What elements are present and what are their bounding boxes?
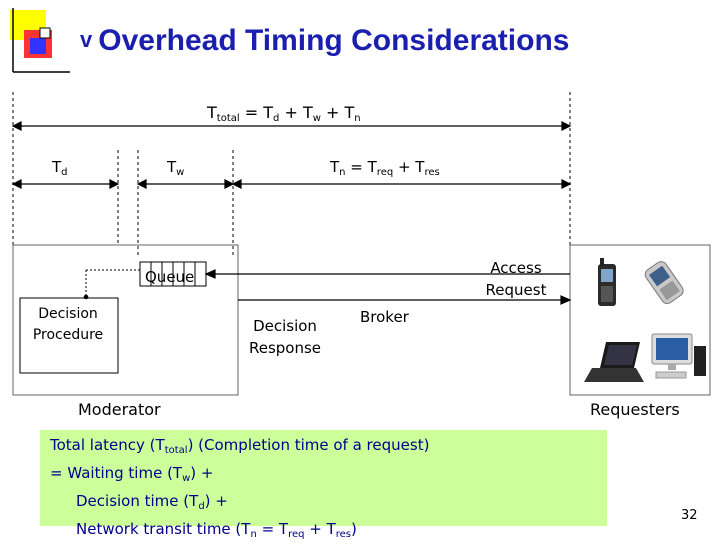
summary-box — [40, 430, 607, 526]
decision-procedure-box — [19, 297, 119, 374]
requesters-label: Requesters — [590, 400, 680, 419]
td-label: Td — [52, 158, 68, 178]
decision-procedure-line1: Decision — [38, 306, 98, 322]
s2sub: w — [182, 473, 191, 484]
queue-icon — [139, 261, 207, 287]
td-t: T — [52, 158, 62, 176]
laptop-icon — [584, 342, 644, 382]
cell-phone-icon — [598, 258, 616, 306]
queue-label: Queue — [145, 268, 195, 286]
total-arrow — [11, 121, 572, 131]
td-arrow — [11, 179, 120, 189]
tn-part-1: = T — [345, 158, 377, 176]
tn-t: T — [330, 158, 340, 176]
formula-part-3: + T — [320, 103, 355, 122]
tn-res-sub: res — [424, 167, 440, 178]
s1sub: total — [164, 445, 188, 456]
s4sub3: res — [335, 529, 352, 540]
moderator-label: Moderator — [78, 400, 161, 419]
decision-procedure-line2: Procedure — [32, 327, 104, 343]
s2a: = Waiting time (T — [50, 464, 183, 482]
s1b: ) (Completion time of a request) — [187, 436, 430, 454]
flip-phone-icon — [644, 261, 684, 304]
requesters-box — [569, 244, 711, 396]
tn-sub: n — [339, 167, 346, 178]
broker-label: Broker — [360, 308, 409, 326]
formula-n-sub: n — [354, 113, 361, 124]
moderator-box — [12, 244, 239, 396]
summary-line-1: Total latency (Ttotal) (Completion time … — [50, 434, 429, 462]
formula-w-sub: w — [312, 113, 321, 124]
s1a: Total latency (T — [50, 436, 165, 454]
access-request-line1: Access — [490, 259, 542, 277]
title-bullet: v — [80, 27, 93, 52]
formula-total-sub: total — [216, 113, 240, 124]
tw-t: T — [167, 158, 177, 176]
formula-part-1: = T — [239, 103, 274, 122]
decision-response-arrow — [238, 295, 572, 305]
s4c: + T — [304, 520, 336, 538]
decision-response-line2: Response — [248, 339, 322, 357]
tn-arrow — [231, 179, 572, 189]
access-request-label: Access Request — [476, 257, 556, 301]
tw-label: Tw — [167, 158, 184, 178]
title-text: Overhead Timing Considerations — [98, 24, 570, 57]
timing-guides — [12, 92, 571, 255]
decision-response-label: Decision Response — [240, 315, 330, 359]
formula-part-2: + T — [279, 103, 313, 122]
desktop-computer-icon — [651, 333, 706, 379]
s3a: Decision time (T — [76, 492, 199, 510]
s4b: = T — [256, 520, 289, 538]
tn-req-sub: req — [376, 167, 394, 178]
td-sub: d — [61, 167, 68, 178]
access-request-arrow — [204, 269, 570, 279]
summary-line-3: Decision time (Td) + — [50, 490, 429, 518]
summary-line-2: = Waiting time (Tw) + — [50, 462, 429, 490]
decision-procedure-label: Decision Procedure — [24, 304, 112, 346]
decorative-squares-icon — [10, 8, 70, 73]
total-formula: Ttotal = Td + Tw + Tn — [207, 103, 361, 124]
queue-to-procedure-path — [83, 269, 140, 300]
decision-response-line1: Decision — [253, 317, 317, 335]
formula-d-sub: d — [273, 113, 280, 124]
s4d: ) — [351, 520, 357, 538]
formula-total-t: T — [207, 103, 217, 122]
s2b: ) + — [190, 464, 214, 482]
access-request-line2: Request — [485, 281, 547, 299]
s4a: Network transit time (T — [76, 520, 251, 538]
page-number: 32 — [681, 508, 698, 523]
tw-arrow — [136, 179, 235, 189]
s4sub: n — [250, 529, 257, 540]
tn-part-2: + T — [393, 158, 425, 176]
tw-sub: w — [176, 167, 185, 178]
summary-line-4: Network transit time (Tn = Treq + Tres) — [50, 518, 429, 546]
s3b: ) + — [204, 492, 228, 510]
summary-text: Total latency (Ttotal) (Completion time … — [50, 434, 429, 546]
tn-label: Tn = Treq + Tres — [330, 158, 440, 178]
s3sub: d — [198, 501, 205, 512]
s4sub2: req — [288, 529, 305, 540]
